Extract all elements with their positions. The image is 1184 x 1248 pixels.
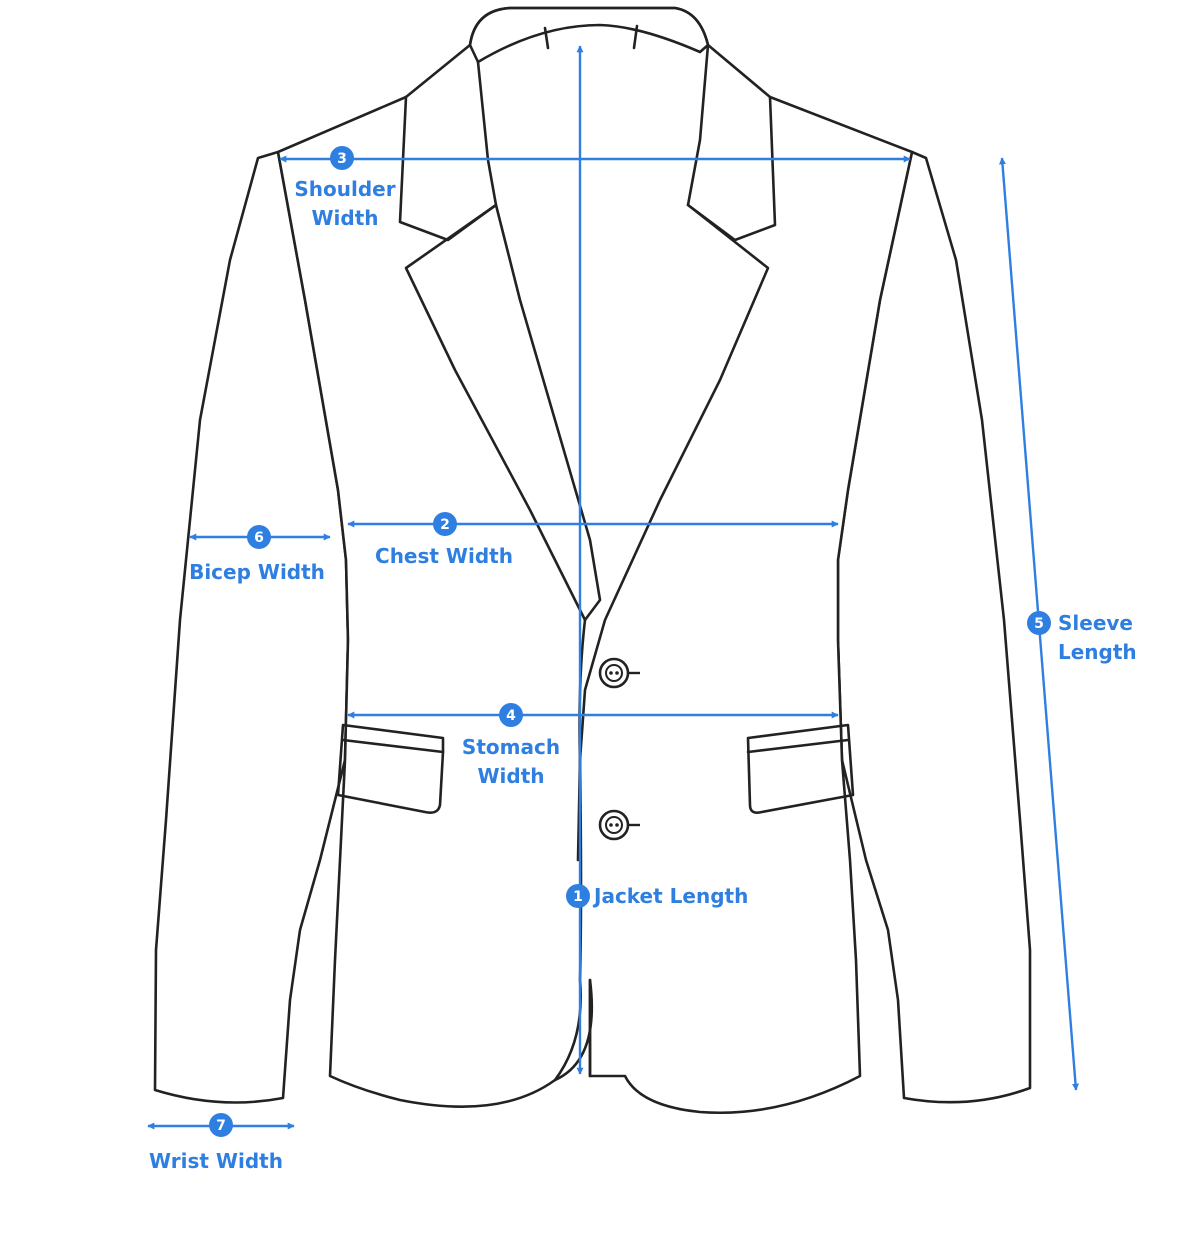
- jacket-body: [276, 6, 914, 1115]
- badge-number: 7: [216, 1118, 226, 1134]
- badge-number: 3: [337, 151, 347, 167]
- chest-width-label: Chest Width: [375, 544, 513, 568]
- badge-number: 5: [1034, 616, 1044, 632]
- badge-bicep-width: 6: [247, 525, 271, 549]
- left-pocket-flap: [336, 723, 445, 814]
- shoulder-width-label-line1: Shoulder: [294, 177, 395, 201]
- badge-number: 6: [254, 530, 264, 546]
- collar-seam: [543, 26, 550, 50]
- right-pocket-seam: [746, 738, 850, 754]
- sleeve-length-label-line2: Length: [1058, 640, 1137, 664]
- badge-shoulder-width: 3: [330, 146, 354, 170]
- badge-number: 4: [506, 708, 516, 724]
- badge-sleeve-length: 5: [1027, 611, 1051, 635]
- left-lapel: [404, 60, 602, 622]
- left-pocket-seam: [341, 738, 445, 754]
- badge-stomach-width: 4: [499, 703, 523, 727]
- collar-seam: [632, 24, 639, 50]
- badge-chest-width: 2: [433, 512, 457, 536]
- badge-number: 1: [573, 889, 583, 905]
- jacket-length-label: Jacket Length: [592, 884, 748, 908]
- wrist-width-label: Wrist Width: [149, 1149, 283, 1173]
- stomach-width-label-line2: Width: [477, 764, 544, 788]
- shoulder-width-label-line2: Width: [311, 206, 378, 230]
- badge-number: 2: [440, 517, 450, 533]
- button-icon: [598, 809, 640, 841]
- right-pocket-flap: [746, 723, 855, 814]
- stomach-width-label-line1: Stomach: [462, 735, 560, 759]
- bicep-width-label: Bicep Width: [189, 560, 325, 584]
- badge-jacket-length: 1: [566, 884, 590, 908]
- badge-wrist-width: 7: [209, 1113, 233, 1137]
- button-icon: [598, 657, 640, 689]
- sleeve-length-label-line1: Sleeve: [1058, 611, 1133, 635]
